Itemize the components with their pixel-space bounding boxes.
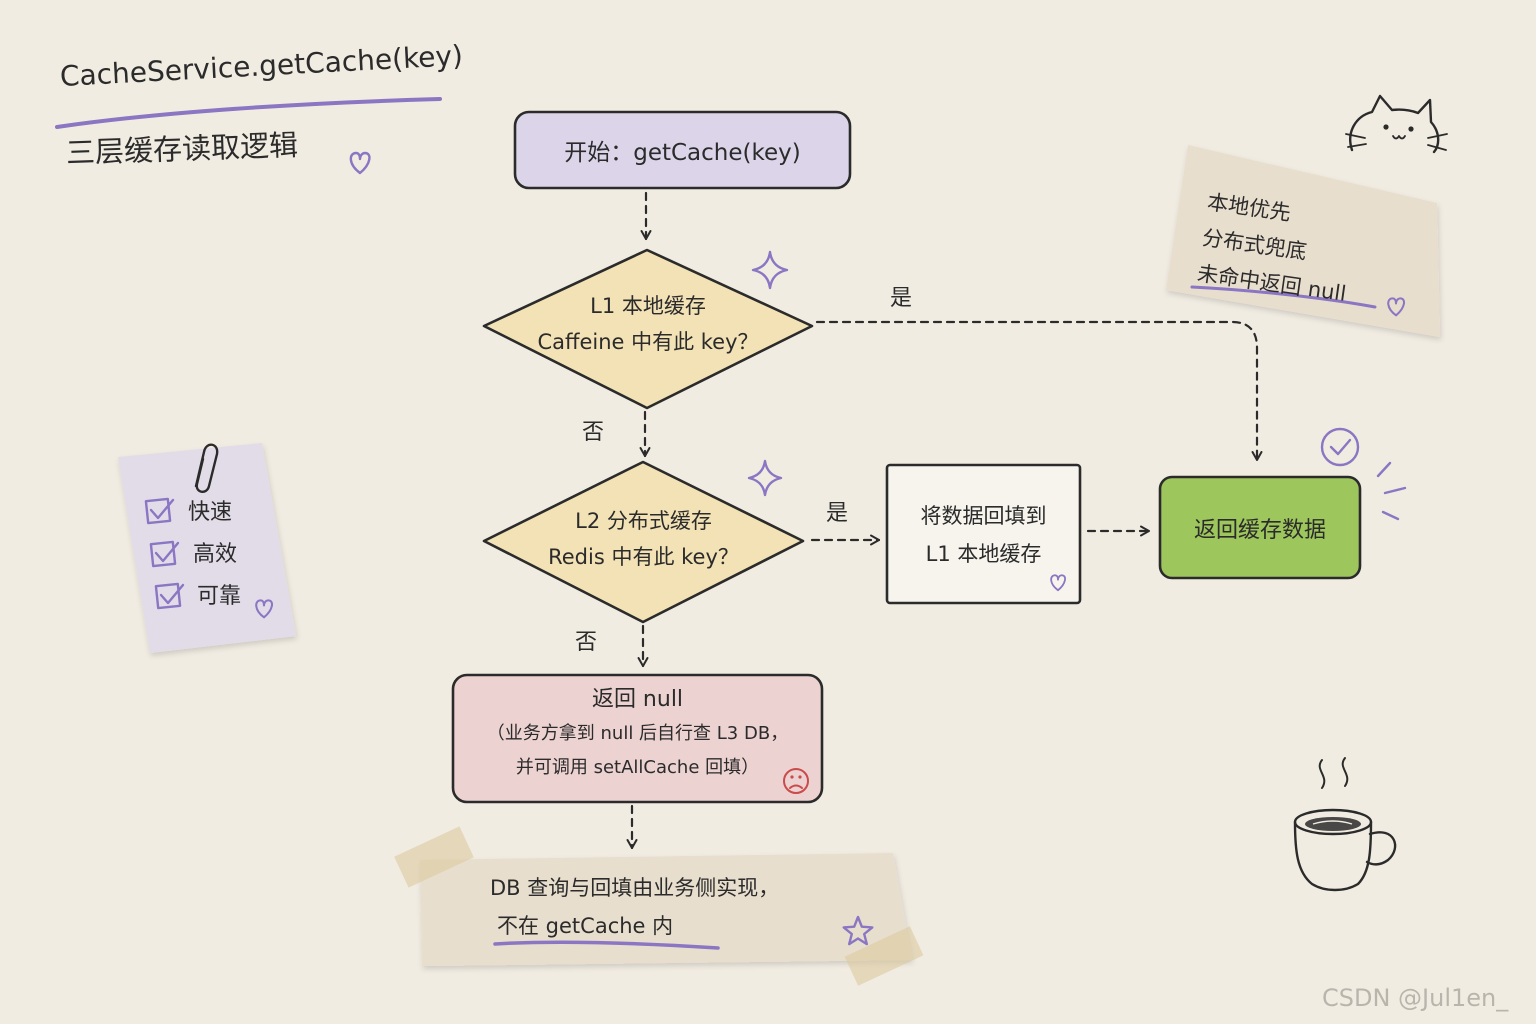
coffee-surface xyxy=(1305,817,1361,831)
cat-mouth xyxy=(1392,135,1406,140)
sad-face-mouth xyxy=(789,784,803,789)
sad-face-eye xyxy=(790,775,794,779)
cat-eye xyxy=(1383,124,1389,130)
start-node-label: 开始：getCache(key) xyxy=(564,140,801,166)
bottom-note-underline xyxy=(493,940,720,950)
checklist-card xyxy=(118,443,296,653)
checkbox-box xyxy=(144,497,172,525)
tape-strip xyxy=(844,926,924,986)
l2-yes-label: 是 xyxy=(826,501,849,526)
checkbox-icon xyxy=(154,582,185,610)
sad-face-eye xyxy=(798,775,802,779)
connector-l1-yes xyxy=(815,320,1263,462)
tape-strip xyxy=(394,826,474,888)
backfill-node-label: 将数据回填到 L1 本地缓存 xyxy=(887,497,1080,573)
return-null-line3: 并可调用 setAllCache 回填） xyxy=(515,757,760,778)
l2-decision-line1: L2 分布式缓存 xyxy=(575,509,712,533)
l2-decision-line2: Redis 中有此 key？ xyxy=(548,545,739,569)
coffee-steam xyxy=(1318,757,1349,789)
cat-whiskers xyxy=(1345,133,1448,151)
heart-icon xyxy=(1050,574,1066,592)
bottom-note-paper xyxy=(420,853,912,966)
checkbox-check xyxy=(149,498,175,520)
sparkle-icon xyxy=(751,250,789,290)
checkbox-check xyxy=(159,583,185,605)
l1-decision-line2: Caffeine 中有此 key？ xyxy=(537,330,759,354)
l1-yes-label: 是 xyxy=(890,286,913,311)
l1-decision-node xyxy=(482,248,814,410)
return-null-label: 返回 null （业务方拿到 null 后自行查 L3 DB， 并可调用 set… xyxy=(453,683,822,785)
bottom-note-line2: 不在 getCache 内 xyxy=(497,914,674,938)
checkbox-check xyxy=(154,541,180,563)
bottom-note-line1: DB 查询与回填由业务侧实现， xyxy=(490,876,780,900)
checklist-item-efficient: 高效 xyxy=(193,542,238,567)
cat-icon xyxy=(1345,94,1448,154)
start-node xyxy=(513,110,852,190)
side-note-underline xyxy=(1190,285,1377,309)
checkbox-box xyxy=(154,582,182,610)
checklist-item-fast: 快速 xyxy=(188,500,233,525)
check-circle-icon xyxy=(1320,427,1360,467)
cat-eye xyxy=(1408,126,1414,132)
l1-decision-line1: L1 本地缓存 xyxy=(590,294,706,318)
watermark: CSDN @Jul1en_ xyxy=(1322,984,1509,1012)
l2-decision-node xyxy=(482,460,805,624)
checklist-item-reliable: 可靠 xyxy=(197,584,242,609)
l2-no-label: 否 xyxy=(575,630,598,655)
l1-decision-label: L1 本地缓存 Caffeine 中有此 key？ xyxy=(484,288,812,360)
check-circle-mark xyxy=(1329,438,1352,456)
heart-icon xyxy=(349,151,371,175)
sad-face-outline xyxy=(783,768,809,794)
coffee-swirl xyxy=(1312,820,1353,825)
checkbox-icon xyxy=(149,540,180,568)
check-circle-ring xyxy=(1320,427,1360,467)
backfill-line2: L1 本地缓存 xyxy=(925,542,1042,566)
title-underline xyxy=(55,97,442,129)
cup-handle xyxy=(1365,831,1397,866)
cup-rim xyxy=(1293,808,1373,836)
heart-icon xyxy=(1387,297,1406,317)
coffee-cup-icon xyxy=(1293,757,1397,892)
sparkle-icon xyxy=(747,459,783,497)
return-cache-node xyxy=(1158,475,1362,580)
star-icon xyxy=(842,915,874,946)
return-null-line2: （业务方拿到 null 后自行查 L3 DB， xyxy=(486,723,789,744)
l1-no-label: 否 xyxy=(582,420,605,445)
backfill-node xyxy=(885,463,1082,605)
backfill-line1: 将数据回填到 xyxy=(920,504,1047,528)
side-note-text: 本地优先 分布式兜底 未命中返回 null xyxy=(1195,184,1359,312)
paperclip-icon xyxy=(194,443,219,493)
heart-icon xyxy=(255,599,274,619)
emphasis-marks xyxy=(1376,461,1407,521)
cup-body xyxy=(1293,820,1373,892)
l2-decision-label: L2 分布式缓存 Redis 中有此 key？ xyxy=(484,503,803,575)
diagram-subtitle: 三层缓存读取逻辑 xyxy=(65,127,299,170)
return-null-line1: 返回 null xyxy=(591,687,684,712)
return-cache-label: 返回缓存数据 xyxy=(1193,517,1326,543)
sad-face-icon xyxy=(783,768,809,794)
checkbox-box xyxy=(149,540,177,568)
return-null-node xyxy=(451,673,824,804)
checkbox-icon xyxy=(144,497,175,525)
